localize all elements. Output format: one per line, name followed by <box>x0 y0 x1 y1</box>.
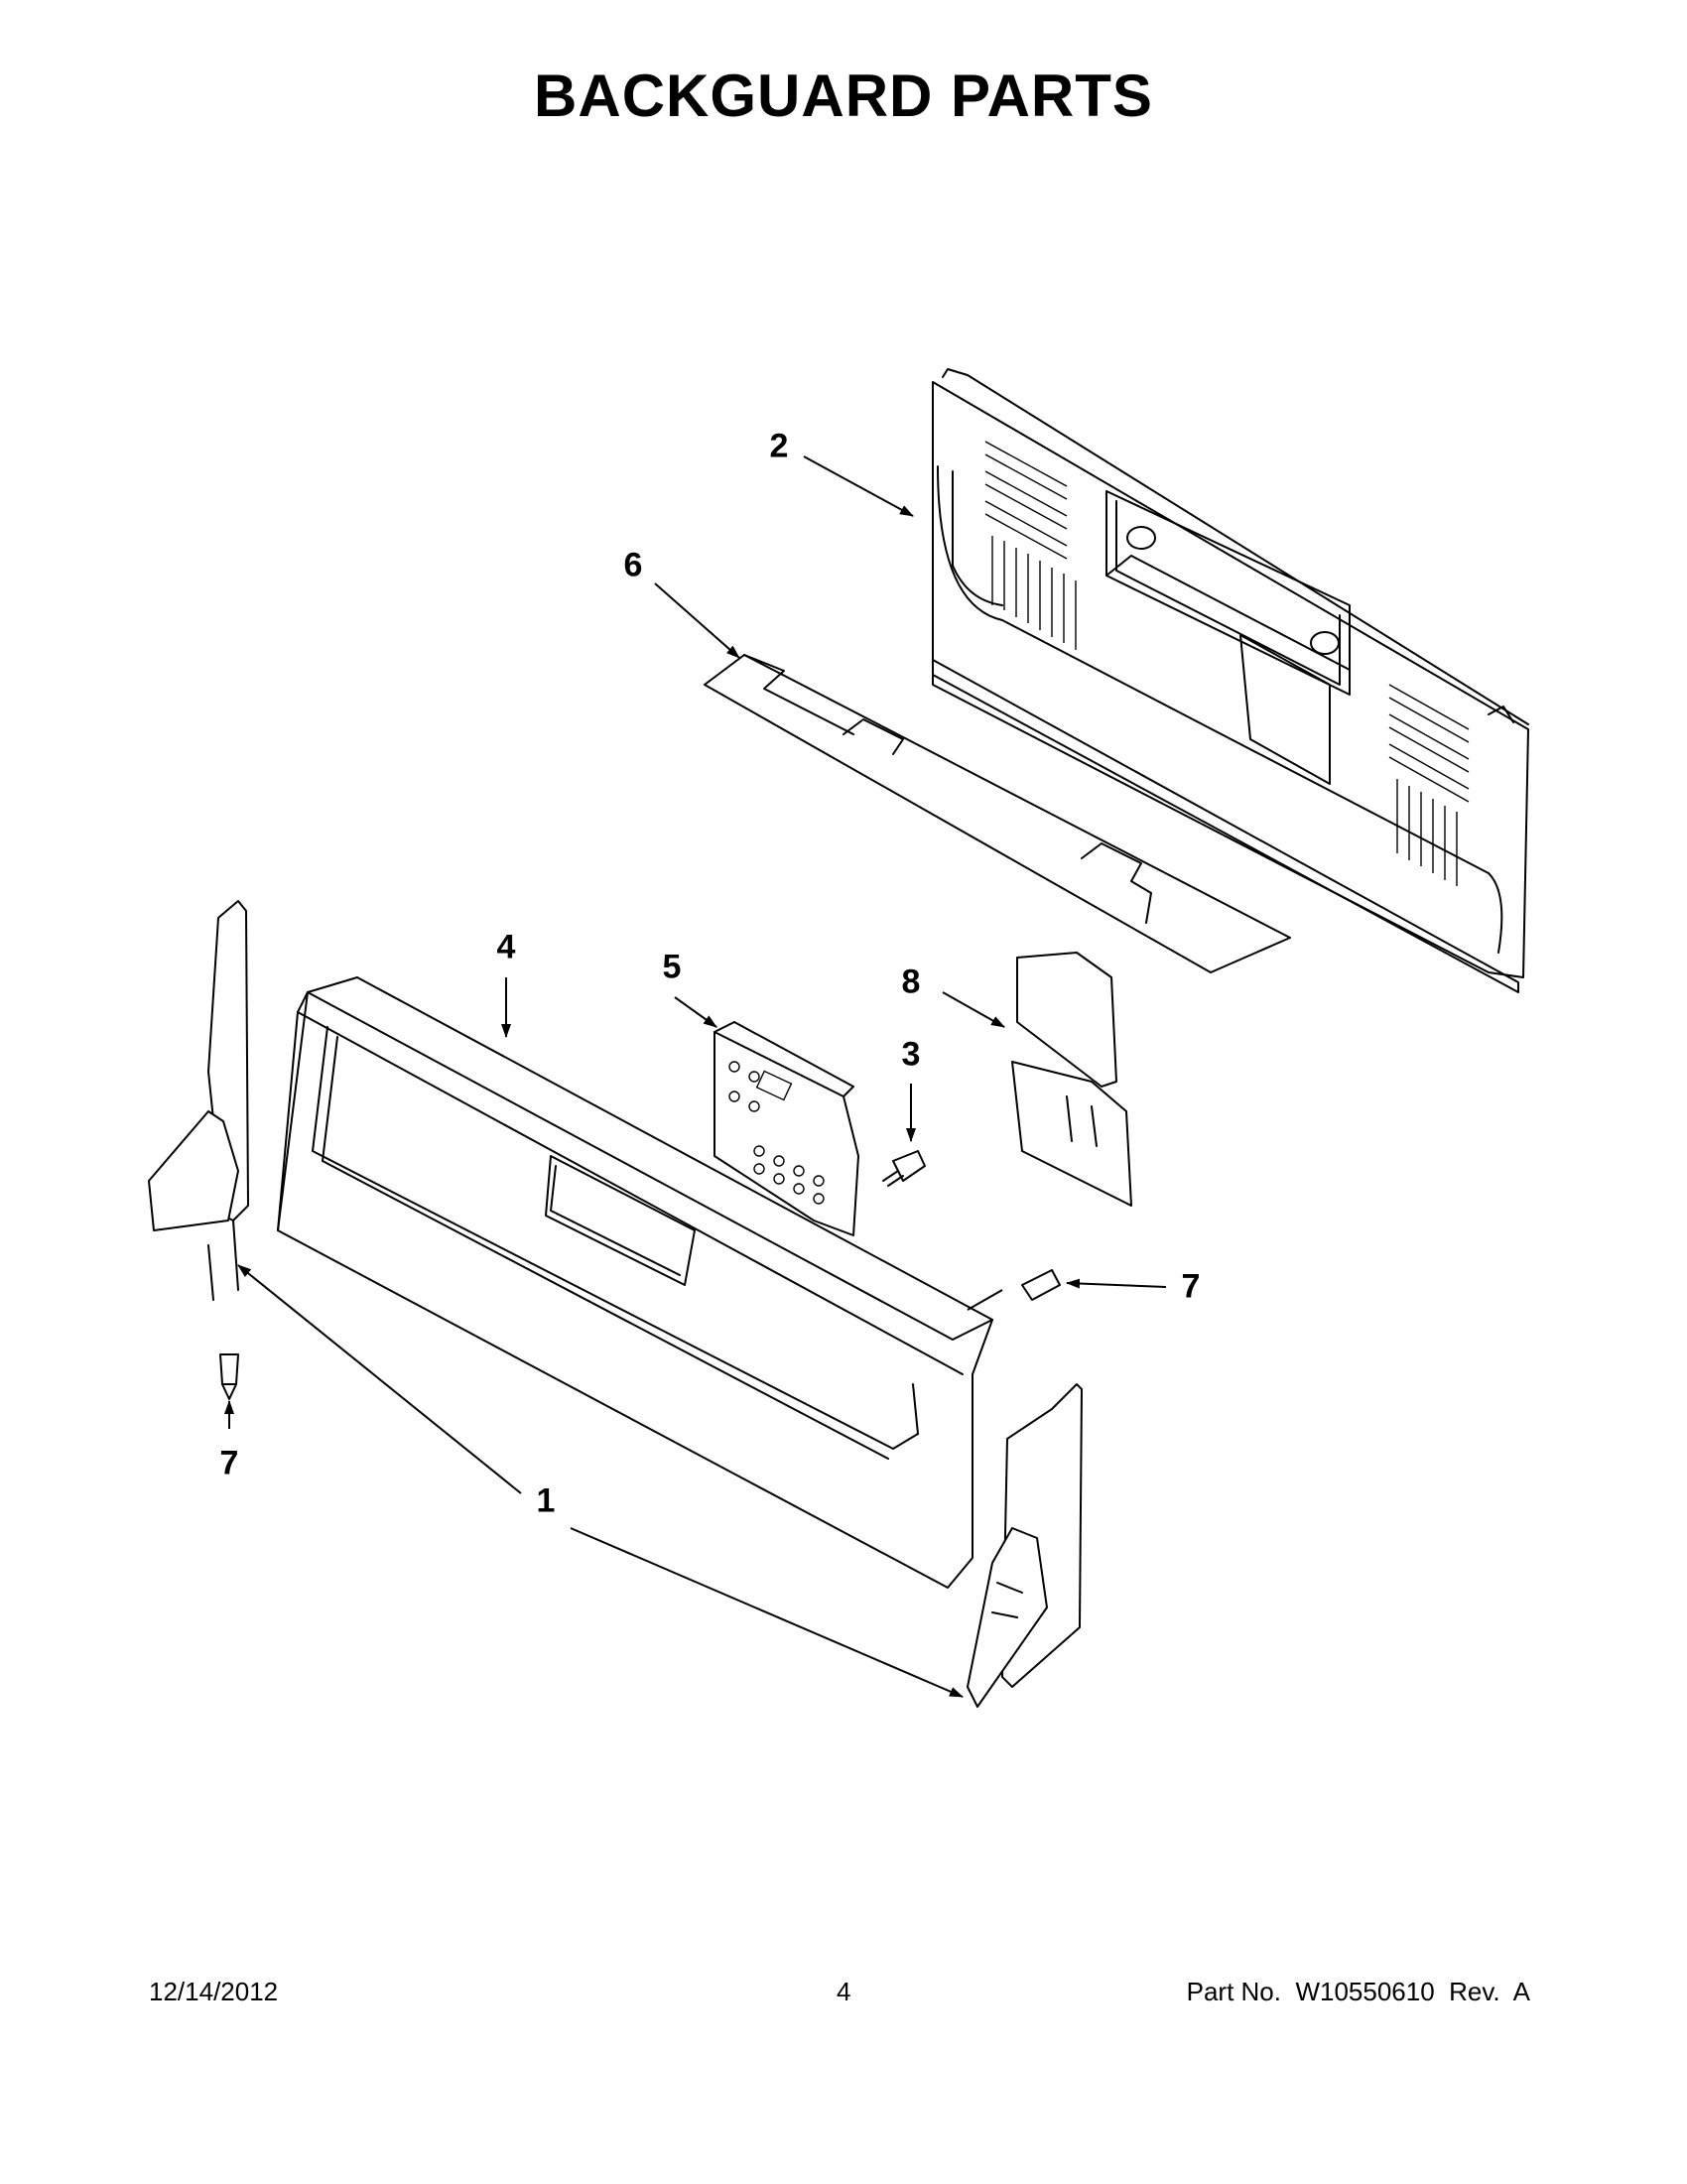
footer-part-number: Part No. W10550610 Rev. A <box>1186 1977 1530 2006</box>
callout-4: 4 <box>496 928 516 966</box>
callout-3: 3 <box>901 1035 921 1074</box>
leader-arrows <box>224 455 1167 1698</box>
screw-part-7-left <box>219 1353 239 1400</box>
rear-panel-part-2 <box>932 368 1529 993</box>
control-board-part-5 <box>714 1021 859 1236</box>
screw-part-7-right <box>1021 1269 1061 1301</box>
console-panel-part-4 <box>277 976 993 1589</box>
callout-8: 8 <box>901 963 921 1001</box>
footer-page-number: 4 <box>837 1977 851 2006</box>
callout-5: 5 <box>662 948 682 986</box>
callout-6: 6 <box>623 546 643 584</box>
end-cap-right-part-1 <box>967 1383 1083 1708</box>
page-title: BACKGUARD PARTS <box>534 63 1153 129</box>
callout-7-right: 7 <box>1181 1267 1201 1306</box>
shield-part-6 <box>704 654 1291 973</box>
footer-date: 12/14/2012 <box>149 1977 279 2006</box>
screw-part-3 <box>882 1150 926 1187</box>
bracket-part-8 <box>1011 952 1132 1207</box>
callout-7-left: 7 <box>219 1444 239 1482</box>
end-cap-left-part-1 <box>148 900 249 1301</box>
callout-1: 1 <box>536 1481 556 1520</box>
callout-2: 2 <box>769 427 789 465</box>
